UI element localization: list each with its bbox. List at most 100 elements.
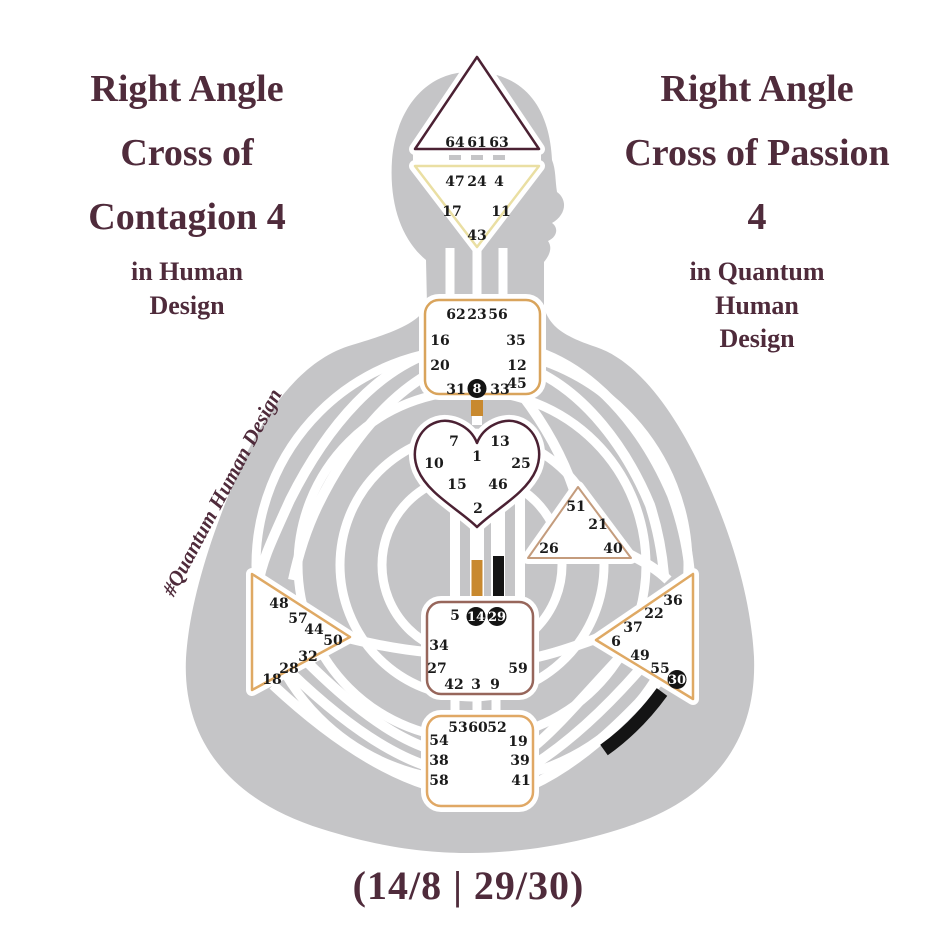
gate-7: 7: [449, 434, 459, 450]
gate-45: 45: [507, 376, 526, 392]
channel: [269, 681, 429, 790]
cross-notation: (14/8 | 29/30): [352, 863, 585, 908]
gate-59: 59: [508, 661, 527, 677]
gate-41: 41: [511, 773, 530, 789]
channel: [518, 391, 579, 492]
gate-5: 5: [450, 608, 460, 624]
gate-62: 62: [446, 307, 465, 323]
gate-13: 13: [490, 434, 509, 450]
gate-24: 24: [467, 174, 487, 190]
gate-12: 12: [507, 358, 526, 374]
gate-3: 3: [471, 677, 481, 693]
active-gate-marker-8: [467, 379, 487, 398]
left-title: Right Angle Cross of Contagion 4: [88, 68, 286, 238]
right-subtitle: in Quantum Human Design: [689, 257, 825, 353]
gate-43: 43: [467, 228, 486, 244]
gate-9: 9: [490, 677, 500, 693]
gate-4: 4: [494, 174, 504, 190]
right-title-block: Right Angle Cross of Passion 4 in Quantu…: [592, 58, 922, 355]
active-gate-marker-30: [667, 670, 687, 689]
gate-27: 27: [427, 661, 446, 677]
channel: [346, 633, 428, 657]
channel: [253, 347, 434, 586]
gate-57: 57: [288, 611, 307, 627]
gate-8: 8: [472, 382, 481, 397]
gate-48: 48: [269, 596, 288, 612]
channels-layer: [251, 243, 695, 790]
channel-segment-gate-8-design: [471, 396, 483, 416]
gate-28: 28: [279, 661, 298, 677]
channel-segment-gate-14-design: [471, 560, 483, 602]
solar-plexus-center: [590, 568, 699, 705]
gate-63: 63: [489, 135, 508, 151]
gate-42: 42: [444, 677, 463, 693]
channel: [288, 367, 435, 582]
gate-1: 1: [472, 449, 482, 465]
gate-64: 64: [445, 135, 465, 151]
gate-56: 56: [488, 307, 507, 323]
right-title: Right Angle Cross of Passion 4: [624, 68, 890, 238]
gate-50: 50: [323, 633, 343, 649]
defined-channels: [471, 396, 504, 602]
left-title-block: Right Angle Cross of Contagion 4 in Huma…: [22, 58, 352, 322]
gate-37: 37: [623, 620, 642, 636]
root-center: [421, 710, 539, 812]
gate-39: 39: [510, 753, 529, 769]
gate-23: 23: [467, 307, 486, 323]
gate-31: 31: [446, 382, 465, 398]
gate-21: 21: [588, 517, 607, 533]
channel: [529, 664, 645, 771]
channel: [536, 347, 695, 576]
gate-46: 46: [488, 477, 507, 493]
gate-29: 29: [488, 610, 506, 625]
gate-51: 51: [566, 499, 585, 515]
gate-40: 40: [603, 541, 623, 557]
will-center: [522, 481, 637, 564]
active-gate-marker-29: [487, 607, 507, 626]
gate-6: 6: [611, 634, 621, 650]
head-center: [409, 51, 545, 155]
gate-38: 38: [429, 753, 448, 769]
gate-58: 58: [429, 773, 448, 789]
gate-18: 18: [262, 672, 281, 688]
gate-47: 47: [445, 174, 464, 190]
channel-segment-gate-30-personality: [600, 688, 668, 756]
gate-55: 55: [650, 661, 669, 677]
gate-14: 14: [467, 610, 485, 625]
spleen-center: [246, 568, 356, 696]
gate-52: 52: [487, 720, 506, 736]
gate-16: 16: [430, 333, 449, 349]
sacral-center: [421, 596, 539, 700]
gate-60: 60: [468, 720, 488, 736]
gate-54: 54: [429, 733, 449, 749]
gate-2: 2: [473, 501, 483, 517]
gate-61: 61: [467, 135, 486, 151]
gate-15: 15: [447, 477, 466, 493]
gate-33: 33: [490, 382, 509, 398]
gate-11: 11: [491, 204, 510, 220]
left-subtitle: in Human Design: [131, 257, 243, 320]
gate-26: 26: [539, 541, 558, 557]
gate-10: 10: [424, 456, 444, 472]
channel: [529, 676, 664, 790]
gate-17: 17: [442, 204, 461, 220]
channel-segment-gate-29-personality: [493, 556, 504, 602]
gate-20: 20: [430, 358, 450, 374]
g-center: [408, 415, 546, 533]
gate-22: 22: [644, 606, 663, 622]
channel: [528, 651, 626, 752]
gate-30: 30: [668, 673, 686, 688]
active-gate-marker-14: [466, 607, 486, 626]
gate-35: 35: [506, 333, 525, 349]
channel: [301, 656, 429, 753]
ajna-center: [409, 160, 545, 253]
channel: [535, 367, 669, 576]
gate-34: 34: [429, 638, 449, 654]
gate-44: 44: [304, 622, 324, 638]
gate-36: 36: [663, 593, 682, 609]
gate-25: 25: [511, 456, 530, 472]
centers-layer: [246, 51, 699, 812]
